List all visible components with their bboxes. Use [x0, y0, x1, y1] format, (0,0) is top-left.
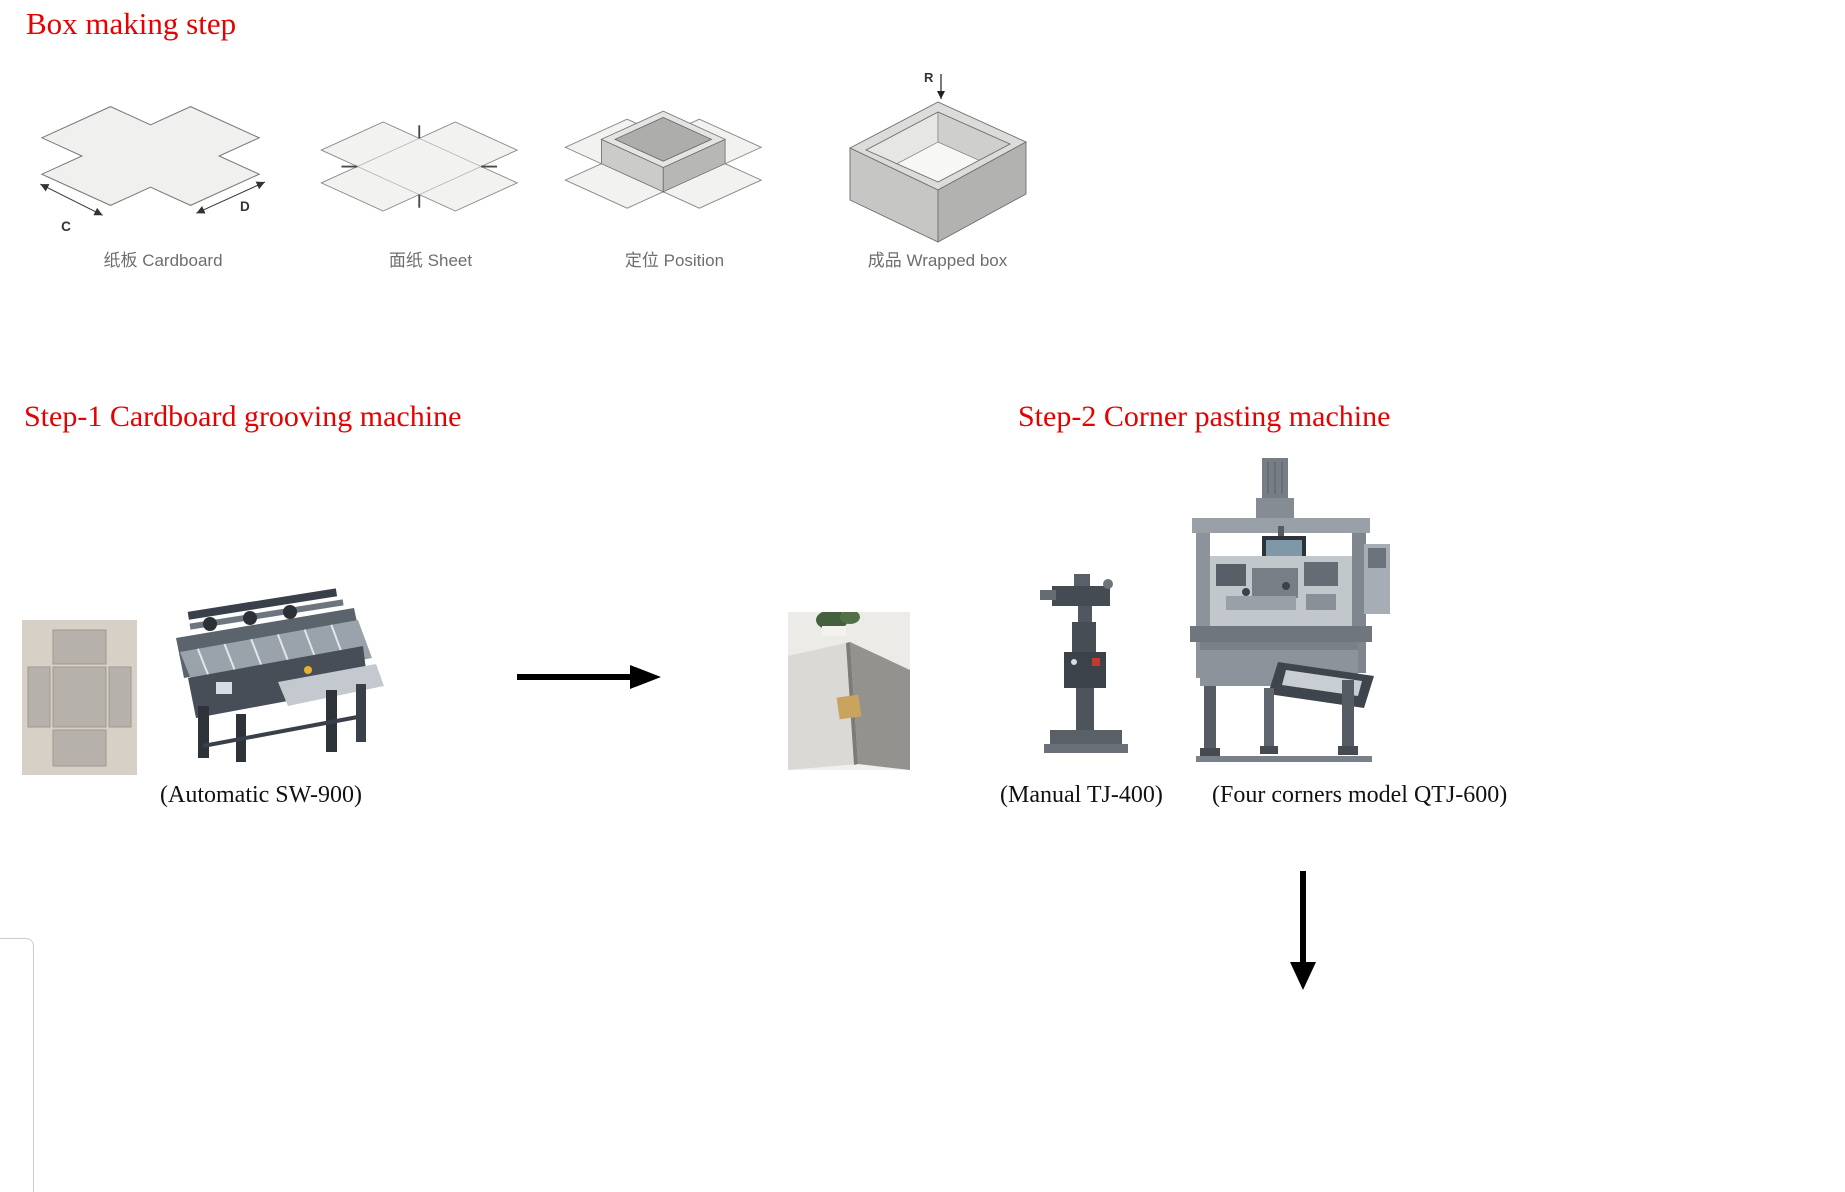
- grooved-cardboard-photo: [22, 620, 137, 775]
- dimension-r-label: R: [924, 70, 934, 85]
- cardboard-drawing-icon: C D: [40, 106, 266, 234]
- cardboard-label: 纸板 Cardboard: [103, 251, 223, 270]
- step1-heading: Step-1 Cardboard grooving machine: [24, 400, 462, 433]
- grooving-machine-photo: [176, 588, 384, 762]
- position-label: 定位 Position: [624, 251, 725, 270]
- dimension-d-label: D: [240, 199, 250, 214]
- sw900-caption: (Automatic SW-900): [160, 782, 362, 808]
- sheet-drawing-icon: [320, 121, 519, 212]
- down-arrow-icon: [1290, 871, 1316, 990]
- tj400-caption: (Manual TJ-400): [1000, 782, 1163, 808]
- stray-box-outline: [0, 938, 34, 1192]
- wrapped-box-label: 成品 Wrapped box: [867, 251, 1008, 270]
- right-arrow-icon: [517, 665, 661, 689]
- dimension-c-label: C: [61, 219, 71, 234]
- qtj600-machine-photo: [1190, 458, 1390, 762]
- pasted-corner-photo: [788, 612, 910, 770]
- page-title: Box making step: [26, 6, 237, 41]
- tj400-machine-photo: [1040, 574, 1128, 753]
- position-drawing-icon: [564, 110, 763, 209]
- qtj600-caption: (Four corners model QTJ-600): [1212, 782, 1508, 808]
- sheet-label: 面纸 Sheet: [388, 251, 473, 270]
- step2-heading: Step-2 Corner pasting machine: [1018, 400, 1391, 433]
- wrapped-box-drawing-icon: R: [848, 70, 1028, 243]
